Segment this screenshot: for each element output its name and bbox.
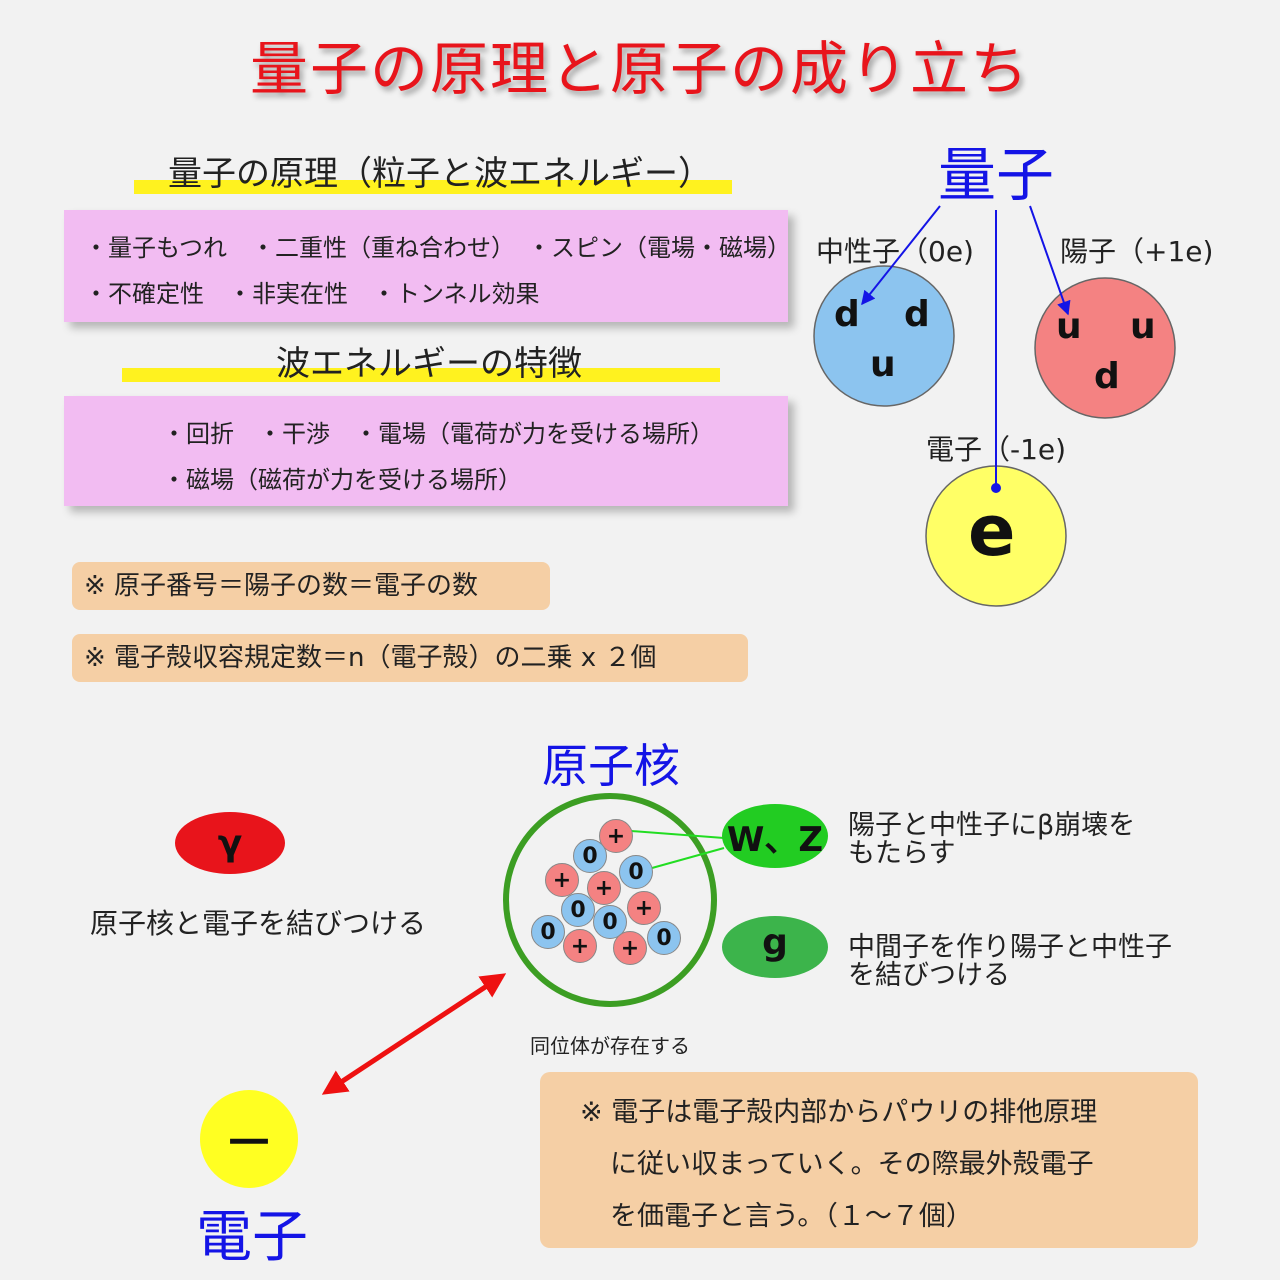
pauli-note-line-1: ※ 電子は電子殻内部からパウリの排他原理 (580, 1097, 1098, 1128)
principles-row-1: ・量子もつれ ・二重性（重ね合わせ） ・スピン（電場・磁場） (84, 234, 792, 262)
note-shell-capacity: ※ 電子殻収容規定数＝n（電子殻）の二乗 x ２個 (72, 634, 748, 682)
page-title: 量子の原理と原子の成り立ち (249, 35, 1030, 103)
pauli-note-line-2: に従い収まっていく。その際最外殻電子 (610, 1149, 1094, 1180)
gamma-description: 原子核と電子を結びつける (90, 907, 427, 940)
heading-highlight (122, 368, 720, 382)
proton-particle: + (563, 929, 597, 963)
neutron-quark-3: u (870, 344, 896, 385)
electron-bottom-label: 電子 (196, 1205, 308, 1270)
gluon-symbol: g (762, 921, 788, 963)
principles-box: ・量子もつれ ・二重性（重ね合わせ） ・スピン（電場・磁場） ・不確定性 ・非実… (64, 210, 792, 322)
wz-symbol: W、Z (726, 819, 824, 860)
wave-row-1: ・回折 ・干渉 ・電場（電荷が力を受ける場所） (162, 420, 714, 448)
proton-particle: + (613, 931, 647, 965)
arrow-to-neutron (861, 205, 941, 306)
neutron-particle: 0 (573, 839, 607, 873)
neutron-quark-2: d (904, 294, 930, 335)
wz-link-2 (651, 847, 725, 869)
heading-highlight (134, 180, 732, 194)
gluon-badge: g (722, 916, 828, 978)
electron-ball-symbol: － (224, 1114, 274, 1172)
gamma-badge: γ (175, 812, 285, 874)
gamma-symbol: γ (217, 822, 243, 864)
proton-particle: + (545, 863, 579, 897)
proton-quark-2: u (1130, 306, 1156, 347)
neutron-quark-1: d (834, 294, 860, 335)
proton-circle (1034, 277, 1176, 419)
proton-quark-3: d (1094, 356, 1120, 397)
pauli-note-box: ※ 電子は電子殻内部からパウリの排他原理 に従い収まっていく。その際最外殻電子 … (540, 1072, 1198, 1248)
note-atomic-number: ※ 原子番号＝陽子の数＝電子の数 (72, 562, 550, 610)
pauli-note-line-3: を価電子と言う。（１～７個） (610, 1201, 973, 1232)
wz-description-1: 陽子と中性子にβ崩壊を (848, 810, 1136, 841)
wz-badge: W、Z (722, 804, 828, 868)
principles-row-2: ・不確定性 ・非実在性 ・トンネル効果 (84, 280, 540, 308)
proton-quark-1: u (1056, 306, 1082, 347)
nucleus-ring (503, 793, 717, 1007)
neutron-particle: 0 (593, 905, 627, 939)
gluon-description-2: を結びつける (848, 960, 1010, 991)
wave-features-box: ・回折 ・干渉 ・電場（電荷が力を受ける場所） ・磁場（磁荷が力を受ける場所） (64, 396, 788, 506)
proton-particle: + (627, 891, 661, 925)
section-heading-principles: 量子の原理（粒子と波エネルギー） (168, 154, 712, 194)
neutron-particle: 0 (647, 921, 681, 955)
proton-particle: + (587, 871, 621, 905)
electron-label: 電子（-1e) (926, 433, 1067, 466)
quantum-label: 量子 (938, 141, 1055, 209)
wave-row-2: ・磁場（磁荷が力を受ける場所） (162, 466, 522, 494)
electron-ball: － (200, 1090, 298, 1188)
wz-description-2: もたらす (848, 838, 956, 869)
nucleus-label: 原子核 (542, 739, 680, 793)
neutron-particle: 0 (561, 893, 595, 927)
wz-link-1 (617, 829, 725, 839)
nucleus-electron-arrow (321, 973, 507, 1095)
proton-label: 陽子（+1e) (1060, 235, 1214, 268)
neutron-label: 中性子（0e) (816, 235, 974, 268)
isotope-caption: 同位体が存在する (530, 1034, 690, 1058)
gluon-description-1: 中間子を作り陽子と中性子 (848, 932, 1172, 963)
section-heading-wave-features: 波エネルギーの特徴 (276, 344, 582, 384)
neutron-circle (813, 265, 955, 407)
arrow-to-proton (1029, 205, 1071, 316)
electron-dot (991, 483, 1001, 493)
electron-symbol: e (968, 490, 1016, 572)
neutron-particle: 0 (531, 915, 565, 949)
neutron-particle: 0 (619, 855, 653, 889)
